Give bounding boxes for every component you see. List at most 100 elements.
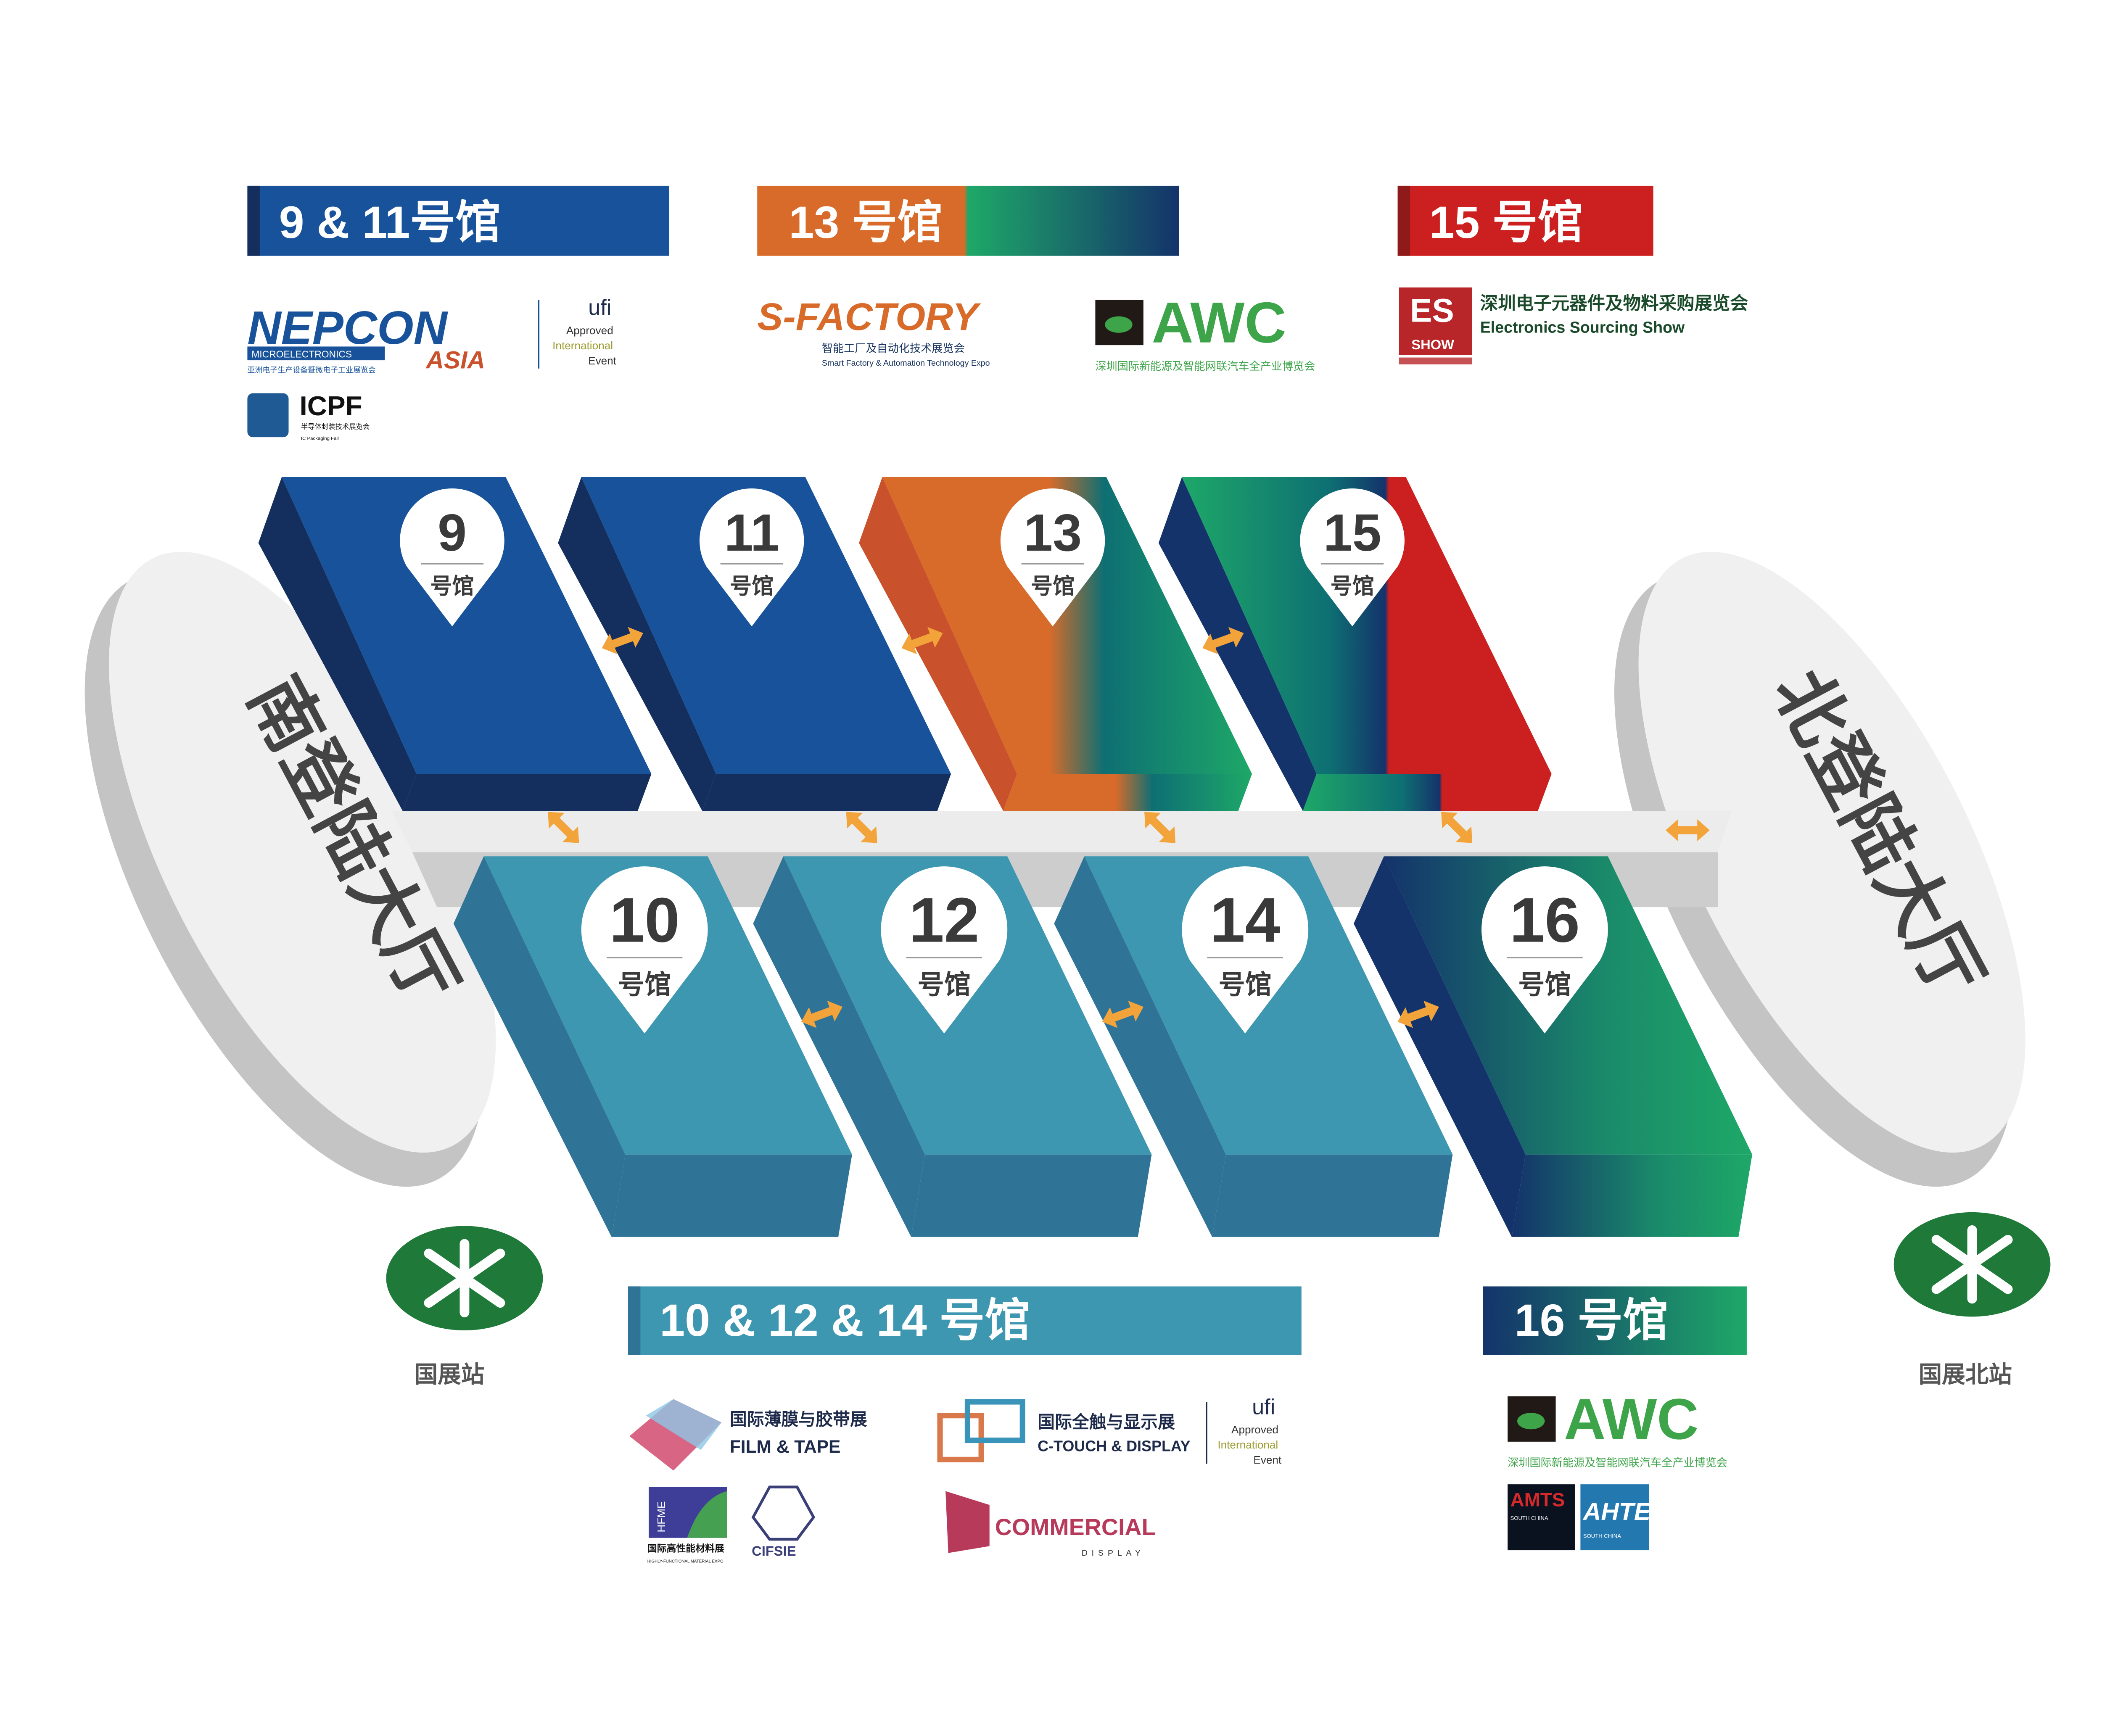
film-en: FILM & TAPE — [730, 1437, 841, 1457]
hall-number: 11 — [724, 504, 779, 562]
hall-front-face — [402, 774, 652, 811]
sfactory-cn: 智能工厂及自动化技术展览会 — [822, 342, 965, 354]
logo-ahte: AHTE SOUTH CHINA — [1580, 1484, 1651, 1551]
logo-awc-top: AWC 深圳国际新能源及智能网联汽车全产业博览会 — [1095, 291, 1315, 372]
two-way-arrow-icon — [1102, 1000, 1143, 1028]
hall-suffix: 号馆 — [1331, 574, 1374, 599]
station-label: 国展站 — [415, 1361, 485, 1388]
hall-suffix: 号馆 — [730, 574, 774, 599]
hall-number: 13 — [1024, 504, 1082, 562]
location-pin-icon — [400, 488, 504, 627]
hall-number: 16 — [1510, 885, 1580, 955]
hall-front-face — [611, 1154, 852, 1237]
cifsie-mark — [751, 1485, 816, 1541]
hall-9[interactable]: 9号馆 — [258, 477, 652, 811]
hall-side-face — [453, 856, 626, 1237]
logo-amts: AMTS SOUTH CHINA — [1508, 1484, 1575, 1551]
hfme-en: HIGHLY-FUNCTIONAL MATERIAL EXPO — [647, 1559, 724, 1564]
logo-c-touch: 国际全触与显示展 C-TOUCH & DISPLAY — [937, 1399, 1207, 1464]
hall-number: 12 — [909, 885, 979, 955]
header-accent — [1397, 185, 1410, 256]
logo-s-factory: S-FACTORY 智能工厂及自动化技术展览会 Smart Factory & … — [757, 295, 990, 368]
hall-suffix: 号馆 — [918, 970, 971, 1000]
hall-12[interactable]: 12 号馆 — [753, 856, 1152, 1237]
ctouch-icon-layer — [964, 1399, 1025, 1443]
hall-10[interactable]: 10 号馆 — [453, 856, 852, 1237]
two-way-arrow-icon — [1202, 627, 1244, 654]
header-hall-13: 13 号馆 — [757, 185, 1179, 256]
hall-pin: 10 号馆 — [581, 866, 708, 1034]
two-way-arrow-icon — [801, 1000, 843, 1028]
commercial-name: COMMERCIAL — [995, 1514, 1156, 1540]
awc-cn: 深圳国际新能源及智能网联汽车全产业博览会 — [1095, 360, 1315, 372]
logo-commercial-display: COMMERCIAL DISPLAY — [945, 1491, 1156, 1558]
hall-13[interactable]: 13 号馆 — [859, 477, 1252, 811]
logo-ufi-top: ufi Approved International Event — [552, 295, 617, 367]
car-shape — [1105, 316, 1133, 333]
logo-hfme: HFME 国际高性能材料展 HIGHLY-FUNCTIONAL MATERIAL… — [647, 1487, 727, 1564]
es-en: Electronics Sourcing Show — [1480, 319, 1685, 336]
two-way-arrow-icon — [1441, 812, 1473, 843]
header-halls-9-11: 9 & 11号馆 — [247, 185, 670, 256]
hall-16[interactable]: 16 号馆 — [1353, 856, 1753, 1237]
header-label: 13 号馆 — [789, 197, 943, 248]
hall-front-face — [1303, 774, 1552, 811]
hall-side-face — [1054, 856, 1226, 1237]
sfactory-en: Smart Factory & Automation Technology Ex… — [822, 359, 990, 368]
header-label: 16 号馆 — [1514, 1295, 1668, 1346]
hall-suffix: 号馆 — [618, 970, 671, 1000]
corridor-top — [391, 811, 1732, 852]
hall-side-face — [859, 477, 1017, 811]
metro-station-right: 国展北站 — [1893, 1212, 2051, 1388]
two-way-arrow-icon — [1144, 812, 1176, 843]
hall-number: 9 — [438, 504, 467, 562]
lobby-north: 北登陆大厅 — [1614, 551, 2025, 1187]
hall-number: 10 — [610, 885, 680, 955]
header-bar — [1397, 185, 1653, 256]
hall-number: 14 — [1210, 885, 1280, 955]
lobby-top — [1638, 551, 2025, 1153]
hall-side-face — [1353, 856, 1526, 1237]
logo-cifsie: CIFSIE — [751, 1485, 816, 1559]
header-halls-10-12-14: 10 & 12 & 14 号馆 — [628, 1286, 1302, 1355]
hall-suffix: 号馆 — [1518, 970, 1571, 1000]
header-bar — [1483, 1286, 1747, 1355]
icpf-en: IC Packaging Fair — [301, 436, 339, 441]
location-pin-icon — [581, 866, 708, 1034]
hall-14[interactable]: 14 号馆 — [1054, 856, 1453, 1237]
hall-11[interactable]: 11 号馆 — [558, 477, 951, 811]
nepcon-asia: ASIA — [425, 347, 485, 374]
ufi-l1: Approved — [1231, 1423, 1278, 1436]
awc-name: AWC — [1151, 291, 1286, 355]
hall-side-face — [753, 856, 925, 1237]
hall-suffix: 号馆 — [1031, 574, 1075, 599]
metro-station-left: 国展站 — [386, 1226, 543, 1388]
two-way-arrow-icon — [548, 812, 579, 843]
commercial-mark — [945, 1491, 990, 1553]
hall-top-face — [282, 477, 652, 774]
hall-top-face — [1384, 856, 1753, 1155]
nepcon-sub: MICROELECTRONICS — [251, 349, 352, 360]
ufi-l3: Event — [588, 354, 617, 367]
hall-top-face — [783, 856, 1152, 1155]
es-stripes — [1399, 357, 1472, 364]
header-bar — [757, 185, 1179, 256]
car-shape — [1517, 1413, 1545, 1430]
metro-glyph — [424, 1239, 505, 1317]
hall-top-face — [581, 477, 951, 774]
header-hall-15: 15 号馆 — [1397, 185, 1653, 256]
ufi-l2: International — [552, 339, 613, 352]
lobby-top — [109, 551, 496, 1153]
header-hall-16: 16 号馆 — [1483, 1286, 1747, 1355]
hall-suffix: 号馆 — [1219, 970, 1272, 1000]
awc-cn: 深圳国际新能源及智能网联汽车全产业博览会 — [1508, 1456, 1727, 1469]
ctouch-cn: 国际全触与显示展 — [1038, 1412, 1175, 1432]
ctouch-en: C-TOUCH & DISPLAY — [1038, 1438, 1190, 1455]
hall-front-face — [1003, 774, 1252, 811]
nepcon-sub-bar — [247, 346, 385, 361]
amts-badge — [1508, 1484, 1575, 1551]
logo-awc-bottom: AWC 深圳国际新能源及智能网联汽车全产业博览会 — [1508, 1387, 1727, 1469]
location-pin-icon — [881, 866, 1008, 1034]
hall-pin: 12 号馆 — [881, 866, 1008, 1034]
hfme-cn: 国际高性能材料展 — [647, 1543, 724, 1554]
